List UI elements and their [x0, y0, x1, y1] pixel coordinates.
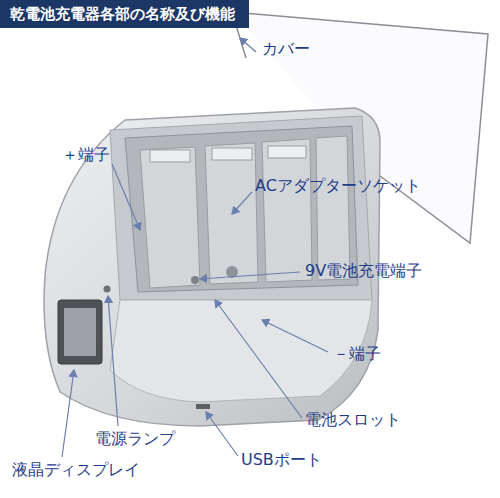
part-label: カバー: [262, 40, 310, 58]
part-label: 9V電池充電端子: [305, 262, 422, 280]
part-label: 電池スロット: [305, 411, 401, 429]
part-label: 液晶ディスプレイ: [12, 461, 140, 479]
part-label: ACアダプターソケット: [255, 177, 421, 195]
part-label: USBポート: [241, 451, 322, 469]
part-label: －端子: [333, 345, 381, 363]
part-label: 電源ランプ: [95, 430, 175, 448]
part-label: ＋端子: [62, 146, 110, 164]
title-banner: 乾電池充電器各部の名称及び機能: [0, 0, 249, 28]
